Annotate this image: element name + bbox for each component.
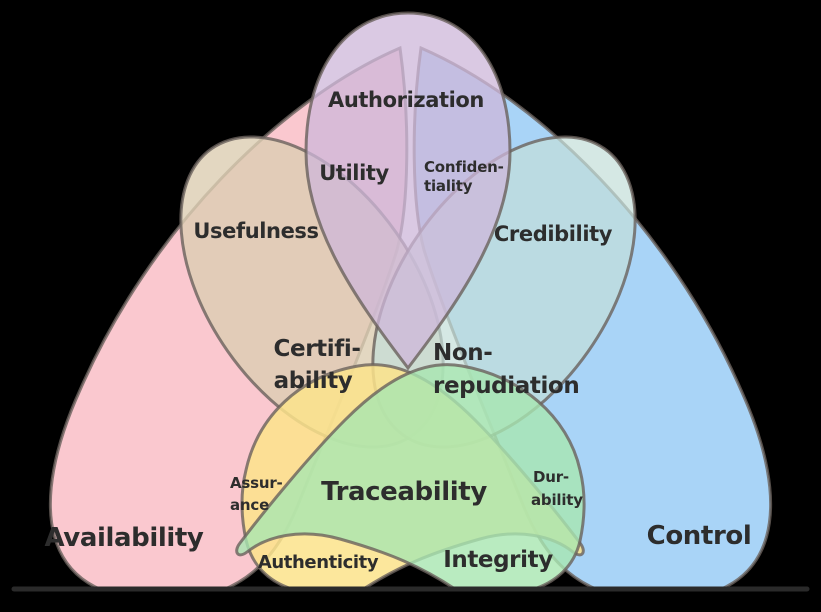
label-credibility: Credibility xyxy=(494,222,613,246)
label-usefulness: Usefulness xyxy=(193,219,318,243)
label-certifiability-line1: Certifi- xyxy=(274,336,361,362)
label-authorization: Authorization xyxy=(328,88,484,112)
label-confidentiality-line2: tiality xyxy=(424,177,473,195)
label-confidentiality-line1: Confiden- xyxy=(424,158,504,176)
label-integrity: Integrity xyxy=(443,547,553,573)
label-utility: Utility xyxy=(319,161,389,185)
label-non-repudiation-line1: Non- xyxy=(433,340,492,366)
label-control: Control xyxy=(647,521,752,551)
label-durability-line1: Dur- xyxy=(533,468,569,486)
label-traceability: Traceability xyxy=(321,477,487,507)
label-assurance-line2: ance xyxy=(230,496,269,514)
label-durability-line2: ability xyxy=(531,491,583,509)
label-non-repudiation-line2: repudiation xyxy=(433,373,579,399)
label-assurance-line1: Assur- xyxy=(230,474,283,492)
label-authenticity: Authenticity xyxy=(258,552,379,573)
label-certifiability-line2: ability xyxy=(274,368,353,394)
label-availability: Availability xyxy=(45,523,204,553)
